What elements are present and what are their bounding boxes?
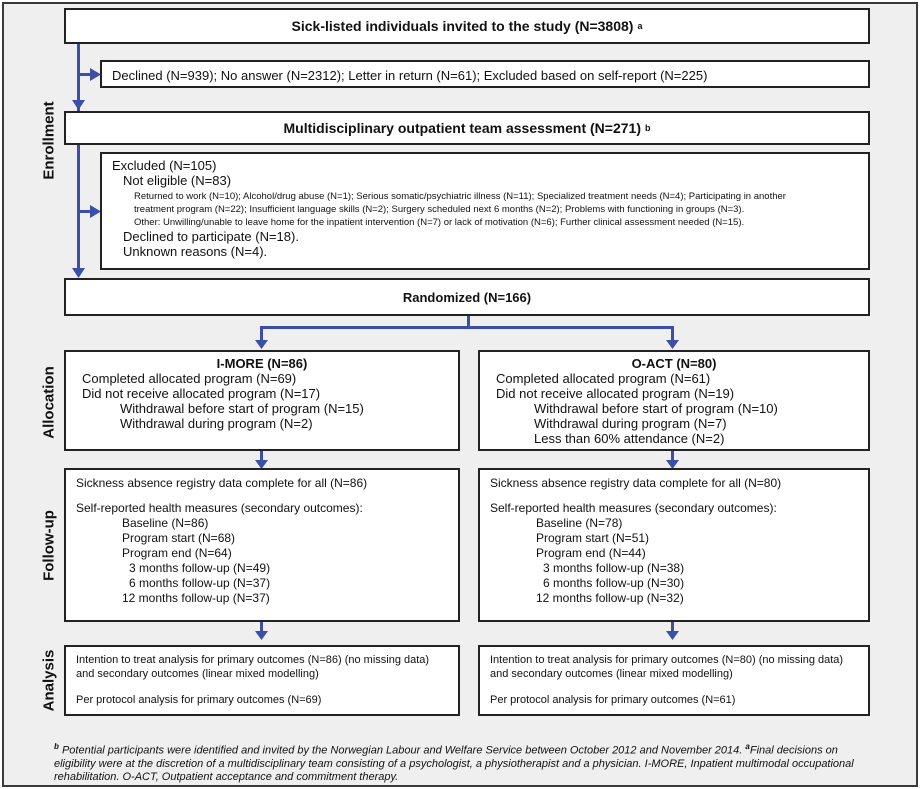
oact-itt-line2: and secondary outcomes (linear mixed mod… — [490, 668, 733, 680]
imore-title: I-MORE (N=86) — [216, 356, 308, 371]
side-label-followup: Follow-up — [40, 510, 58, 581]
footnote-part2: Final decisions on eligibility were at t… — [54, 744, 854, 783]
left-drop-line — [260, 326, 263, 342]
arrowhead-down-randomized — [72, 268, 85, 278]
randomized-split-line — [260, 326, 674, 329]
arrowhead-right-declined — [90, 68, 101, 81]
figure-footnote: b Potential participants were identified… — [54, 740, 874, 784]
footnote-sup-b: b — [54, 742, 59, 751]
not-eligible-reasons-1: Returned to work (N=10); Alcohol/drug ab… — [134, 191, 786, 202]
invited-box: Sick-listed individuals invited to the s… — [64, 8, 870, 44]
imore-allocation-box: I-MORE (N=86) Completed allocated progra… — [64, 350, 460, 451]
arrowhead-down-right-followup — [666, 460, 679, 469]
oact-itt-line1: Intention to treat analysis for primary … — [490, 654, 844, 666]
imore-baseline: Baseline (N=86) — [122, 516, 209, 530]
imore-analysis-box: Intention to treat analysis for primary … — [64, 645, 460, 716]
assessment-sup: b — [645, 123, 651, 133]
assessment-box: Multidisciplinary outpatient team assess… — [64, 111, 870, 145]
imore-6-months: 6 months follow-up (N=37) — [129, 576, 271, 590]
oact-withdrawal-during: Withdrawal during program (N=7) — [534, 416, 727, 431]
invited-sup: a — [637, 21, 643, 31]
imore-program-start: Program start (N=68) — [122, 531, 236, 545]
imore-per-protocol: Per protocol analysis for primary outcom… — [76, 694, 322, 706]
imore-itt-line1: Intention to treat analysis for primary … — [76, 654, 430, 666]
imore-itt-line2: and secondary outcomes (linear mixed mod… — [76, 668, 319, 680]
imore-program-end: Program end (N=64) — [122, 546, 232, 560]
invited-text: Sick-listed individuals invited to the s… — [291, 18, 634, 34]
oact-12-months: 12 months follow-up (N=32) — [536, 591, 684, 605]
unknown-reasons: Unknown reasons (N=4). — [123, 244, 268, 259]
excluded-box: Excluded (N=105) Not eligible (N=83) Ret… — [100, 152, 870, 270]
oact-3-months: 3 months follow-up (N=38) — [543, 561, 685, 575]
oact-program-end: Program end (N=44) — [536, 546, 646, 560]
oact-per-protocol: Per protocol analysis for primary outcom… — [490, 694, 736, 706]
right-drop-line — [671, 326, 674, 342]
imore-registry: Sickness absence registry data complete … — [76, 476, 368, 490]
imore-withdrawal-before: Withdrawal before start of program (N=15… — [120, 401, 364, 416]
footnote-sup-a: a — [745, 742, 750, 751]
right-line-analysis — [671, 622, 674, 634]
arrowhead-right-excluded — [90, 205, 101, 218]
randomized-box: Randomized (N=166) — [64, 278, 870, 316]
declined-box: Declined (N=939); No answer (N=2312); Le… — [100, 60, 870, 88]
side-label-allocation: Allocation — [40, 366, 58, 439]
assessment-text: Multidisciplinary outpatient team assess… — [283, 120, 642, 136]
oact-allocation-box: O-ACT (N=80) Completed allocated program… — [478, 350, 870, 451]
arrowhead-down-left-analysis — [255, 631, 268, 640]
right-line-followup — [671, 451, 674, 463]
imore-self-reported: Self-reported health measures (secondary… — [76, 501, 363, 515]
oact-self-reported: Self-reported health measures (secondary… — [490, 501, 777, 515]
imore-did-not-receive: Did not receive allocated program (N=17) — [82, 386, 321, 401]
declined-text: Declined (N=939); No answer (N=2312); Le… — [112, 68, 708, 83]
footnote-part1: Potential participants were identified a… — [58, 744, 746, 757]
oact-withdrawal-before: Withdrawal before start of program (N=10… — [534, 401, 778, 416]
excluded-title: Excluded (N=105) — [112, 158, 217, 173]
oact-analysis-box: Intention to treat analysis for primary … — [478, 645, 870, 716]
branch-line-declined — [77, 73, 93, 76]
imore-completed: Completed allocated program (N=69) — [82, 371, 297, 386]
arrowhead-down-oact — [666, 340, 679, 349]
oact-baseline: Baseline (N=78) — [536, 516, 623, 530]
arrowhead-down-assessment — [72, 100, 85, 110]
branch-line-excluded — [77, 210, 93, 213]
oact-followup-box: Sickness absence registry data complete … — [478, 468, 870, 622]
oact-registry: Sickness absence registry data complete … — [490, 476, 782, 490]
randomized-stem-line — [467, 316, 470, 328]
side-label-analysis: Analysis — [40, 649, 58, 712]
arrowhead-down-left-followup — [255, 460, 268, 469]
declined-to-participate: Declined to participate (N=18). — [123, 229, 299, 244]
imore-12-months: 12 months follow-up (N=37) — [122, 591, 270, 605]
randomized-text: Randomized (N=166) — [402, 289, 532, 305]
oact-did-not-receive: Did not receive allocated program (N=19) — [496, 386, 735, 401]
left-line-followup — [260, 451, 263, 463]
left-line-analysis — [260, 622, 263, 634]
oact-6-months: 6 months follow-up (N=30) — [543, 576, 685, 590]
imore-followup-box: Sickness absence registry data complete … — [64, 468, 460, 622]
arrowhead-down-right-analysis — [666, 631, 679, 640]
not-eligible-reasons-3: Other: Unwilling/unable to leave home fo… — [134, 217, 745, 228]
not-eligible-label: Not eligible (N=83) — [123, 173, 232, 188]
imore-3-months: 3 months follow-up (N=49) — [129, 561, 271, 575]
arrowhead-down-imore — [255, 340, 268, 349]
oact-title: O-ACT (N=80) — [631, 356, 717, 371]
side-label-enrollment: Enrollment — [40, 101, 58, 180]
oact-less-than-60: Less than 60% attendance (N=2) — [534, 431, 725, 446]
imore-withdrawal-during: Withdrawal during program (N=2) — [120, 416, 313, 431]
oact-completed: Completed allocated program (N=61) — [496, 371, 711, 386]
oact-program-start: Program start (N=51) — [536, 531, 650, 545]
enrollment-trunk-line — [77, 44, 80, 270]
not-eligible-reasons-2: treatment program (N=22); Insufficient l… — [134, 204, 745, 215]
